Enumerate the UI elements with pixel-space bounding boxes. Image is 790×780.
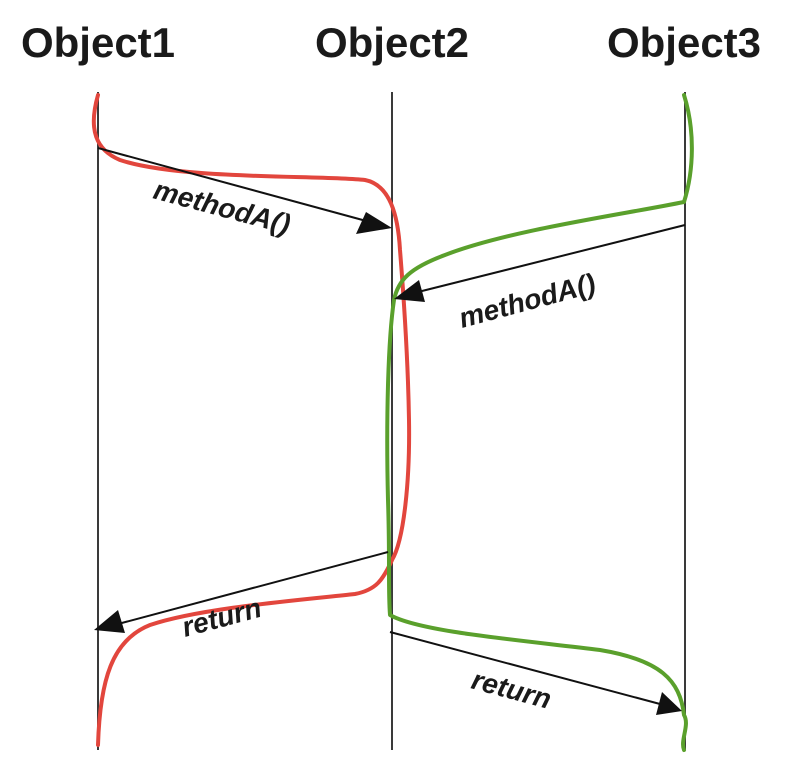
label-return-2-to-1: return	[179, 592, 265, 643]
arrow-return-2-to-1	[117, 551, 389, 625]
object2-title: Object2	[315, 19, 469, 66]
arrowhead-return-2-to-3	[656, 692, 682, 715]
arrowhead-call-1-to-2	[356, 212, 392, 234]
object1-title: Object1	[21, 19, 175, 66]
arrowhead-call-3-to-2	[394, 280, 425, 302]
arrow-call-3-to-2	[417, 224, 686, 293]
object3-title: Object3	[607, 19, 761, 66]
label-call-1-to-2: methodA()	[150, 174, 293, 240]
arrowhead-return-2-to-1	[94, 610, 125, 633]
thread-green-path	[385, 93, 694, 752]
arrow-call-1-to-2	[97, 147, 371, 223]
arrow-return-2-to-3	[389, 631, 661, 705]
thread-red-path	[91, 93, 412, 747]
